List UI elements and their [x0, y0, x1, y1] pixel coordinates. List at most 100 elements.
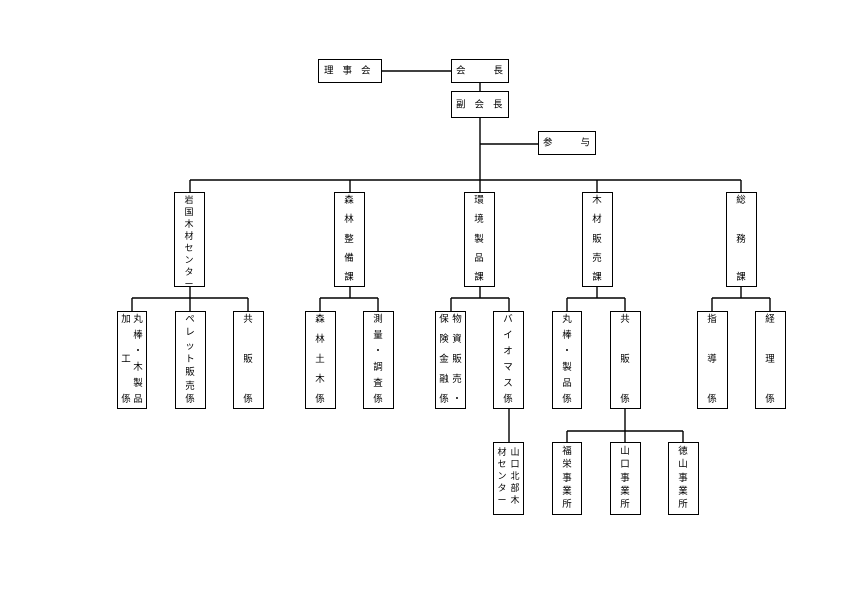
vertical-glyph: 係 [707, 394, 717, 405]
vertical-glyph: 売 [185, 380, 195, 392]
vertical-glyph: 製 [562, 362, 572, 373]
vertical-glyph: 部 [510, 484, 520, 494]
section-pellet-box: ペレット販売係 [175, 311, 206, 409]
section-kyohan2-label: 共販係 [619, 314, 631, 406]
section-maru-seihin-box: 丸棒・製品係 [552, 311, 582, 409]
vertical-glyph: タ [497, 484, 507, 494]
office-yamaguchi-box: 山口事業所 [610, 442, 641, 515]
section-biomass-box: バイオマス係 [493, 311, 524, 409]
vertical-glyph: ー [184, 280, 194, 290]
vertical-glyph: ・ [562, 346, 572, 357]
vertical-glyph: セ [497, 460, 507, 470]
dept-general-label: 総務課 [735, 195, 747, 284]
vertical-glyph: 丸 [133, 314, 143, 325]
vertical-glyph: 口 [620, 459, 630, 471]
section-kyohan1-box: 共販係 [233, 311, 264, 409]
vertical-glyph: 材 [497, 448, 507, 458]
vertical-glyph: 売 [452, 374, 462, 385]
vertical-glyph: 総 [736, 195, 746, 206]
vertical-glyph: 土 [315, 354, 325, 365]
vertical-glyph: 木 [510, 496, 520, 506]
vertical-glyph: ペ [185, 314, 195, 325]
vertical-glyph: 加 [121, 314, 131, 325]
vertical-glyph: 環 [474, 195, 484, 206]
vertical-glyph: 金 [439, 354, 449, 365]
vertical-glyph: 販 [620, 354, 630, 365]
section-shido-label: 指導係 [706, 314, 718, 406]
section-kyohan2-box: 共販係 [610, 311, 641, 409]
vertical-glyph: 経 [765, 314, 775, 325]
vertical-glyph: 国 [184, 208, 194, 218]
vertical-glyph: ト [185, 353, 195, 365]
vertical-glyph: 険 [439, 334, 449, 345]
president-label: 会長 [456, 65, 532, 77]
dept-environment-box: 環境製品課 [464, 192, 495, 287]
vertical-glyph: 所 [562, 499, 572, 510]
vertical-glyph: 材 [592, 214, 602, 226]
vertical-glyph: 福 [562, 446, 572, 457]
board-box: 理事会 [318, 59, 382, 83]
vertical-glyph: 係 [121, 394, 131, 405]
vertical-glyph: 指 [707, 314, 717, 325]
vertical-glyph: 整 [344, 233, 354, 245]
vertical-glyph: 林 [315, 334, 325, 345]
vertical-glyph: 山 [620, 446, 630, 457]
vertical-glyph: 山 [510, 448, 520, 458]
vertical-glyph: 事 [562, 472, 572, 484]
vertical-glyph: 物 [452, 314, 462, 325]
vertical-glyph: 岩 [184, 196, 194, 206]
vertical-glyph: 栄 [562, 459, 572, 471]
office-tokuyama-label: 徳山事業所 [677, 446, 689, 511]
section-maru-kako-col1: 丸棒・木製品 [132, 314, 144, 406]
dept-timber-sales-label: 木材販売課 [591, 195, 603, 284]
section-shinrin-doboku-box: 森林土木係 [305, 311, 336, 409]
office-yamaguchi-north-box: 山口北部木 材センター [493, 442, 524, 515]
vertical-glyph: ー [497, 496, 507, 506]
vertical-glyph: 販 [243, 354, 253, 365]
vertical-glyph: 境 [474, 214, 484, 226]
vertical-glyph: 課 [592, 272, 602, 283]
vertical-glyph: 課 [474, 272, 484, 283]
section-shido-box: 指導係 [697, 311, 728, 409]
vertical-glyph: 係 [503, 394, 513, 405]
vertical-glyph: 係 [439, 394, 449, 405]
vertical-glyph: 製 [133, 378, 143, 389]
section-kyohan1-label: 共販係 [242, 314, 254, 406]
section-sokuryo-label: 測量・調査係 [372, 314, 384, 406]
vertical-glyph: 係 [243, 394, 253, 405]
vertical-glyph: 課 [344, 272, 354, 283]
vertical-glyph: 調 [373, 362, 383, 373]
vertical-glyph: 業 [562, 485, 572, 497]
vertical-glyph: 徳 [678, 446, 688, 457]
office-yamaguchi-north-col2: 材センター [496, 447, 508, 507]
vertical-glyph: 森 [344, 195, 354, 206]
vertical-glyph: ン [184, 256, 194, 266]
vertical-glyph: イ [503, 330, 513, 341]
vertical-glyph: 事 [678, 472, 688, 484]
vertical-glyph: レ [185, 327, 195, 339]
section-keiri-label: 経理係 [764, 314, 776, 406]
vertical-glyph: 測 [373, 314, 383, 325]
vertical-glyph: 量 [373, 330, 383, 341]
president-box: 会長 [451, 59, 509, 83]
vertical-glyph: 棒 [562, 330, 572, 341]
vertical-glyph: 木 [133, 362, 143, 373]
vertical-glyph: 林 [344, 214, 354, 226]
vertical-glyph: ・ [133, 346, 143, 357]
vertical-glyph: 森 [315, 314, 325, 325]
section-hoken-label: 保険金融係 [438, 314, 450, 406]
vertical-glyph: ス [503, 378, 513, 389]
vertical-glyph: 備 [344, 252, 354, 264]
section-maru-kako-box: 丸棒・木製品 加工係 [117, 311, 147, 409]
vice-president-label: 副会長 [456, 98, 512, 110]
section-maru-seihin-label: 丸棒・製品係 [561, 314, 573, 406]
dept-iwakuni-label: 岩国木材センター [183, 195, 195, 291]
vertical-glyph: ・ [373, 346, 383, 357]
vertical-glyph: 木 [592, 195, 602, 206]
section-shinrin-doboku-label: 森林土木係 [314, 314, 326, 406]
vertical-glyph: 丸 [562, 314, 572, 325]
vertical-glyph: 事 [620, 472, 630, 484]
office-yamaguchi-label: 山口事業所 [619, 446, 631, 511]
dept-environment-label: 環境製品課 [473, 195, 485, 284]
